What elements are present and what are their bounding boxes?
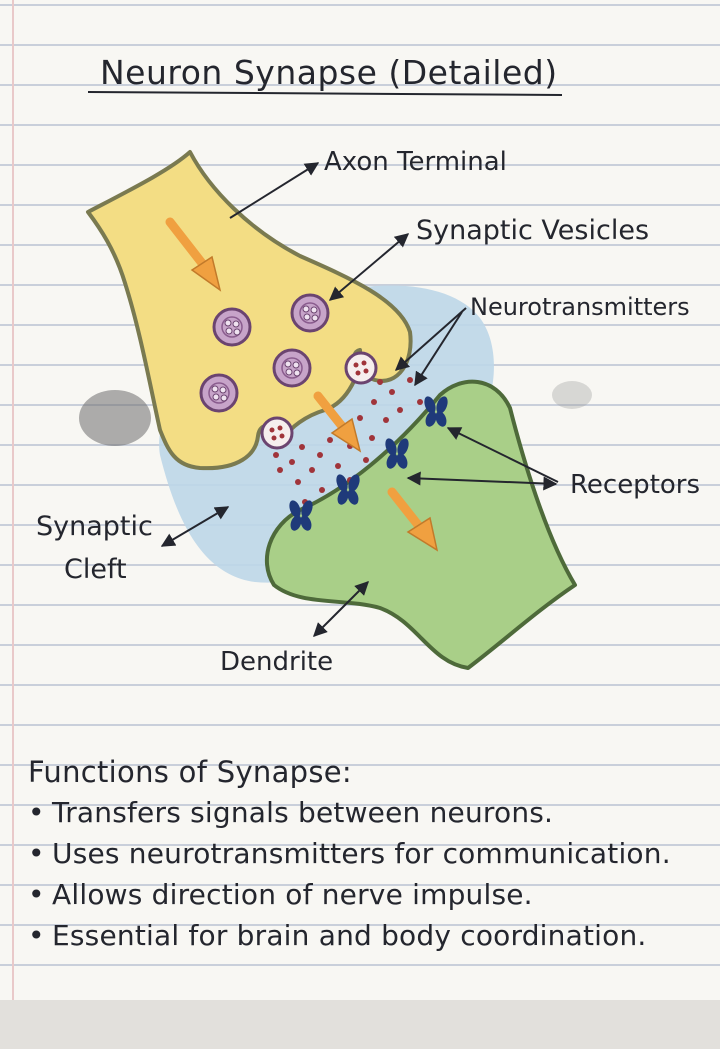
axon-terminal-shape	[86, 150, 413, 471]
synaptic-vesicle-icon	[212, 307, 252, 347]
synaptic-vesicle-icon	[290, 293, 330, 333]
synaptic-vesicle-icon	[199, 373, 239, 413]
signal-direction-arrow-icon	[313, 391, 362, 453]
signal-direction-arrow-icon	[387, 487, 439, 552]
function-item: •Allows direction of nerve impulse.	[28, 874, 708, 915]
label-synaptic-vesicles: Synaptic Vesicles	[416, 215, 649, 246]
title-underline	[87, 91, 563, 96]
label-receptors: Receptors	[570, 470, 700, 500]
notebook-page: Neuron Synapse (Detailed)	[0, 0, 720, 1000]
signal-direction-arrow-icon	[165, 217, 222, 292]
label-neurotransmitters: Neurotransmitters	[470, 293, 690, 321]
label-axon-terminal: Axon Terminal	[324, 147, 507, 177]
bullet-icon: •	[28, 878, 45, 911]
function-item: •Essential for brain and body coordinati…	[28, 915, 708, 956]
synaptic-vesicle-icon	[272, 348, 312, 388]
function-text: Transfers signals between neurons.	[52, 796, 554, 829]
label-synaptic-cleft-line2: Cleft	[64, 554, 127, 585]
neurotransmitter-dots	[273, 377, 423, 505]
function-text: Uses neurotransmitters for communication…	[52, 837, 671, 870]
function-item: •Transfers signals between neurons.	[28, 792, 708, 833]
functions-title: Functions of Synapse:	[28, 755, 352, 789]
page-title: Neuron Synapse (Detailed)	[100, 53, 558, 92]
label-synaptic-cleft-line1: Synaptic	[36, 511, 153, 542]
bullet-icon: •	[28, 919, 45, 952]
bullet-icon: •	[28, 837, 45, 870]
label-dendrite: Dendrite	[220, 647, 333, 677]
label-pointer-arrows	[160, 162, 559, 637]
docked-vesicle-icon	[260, 416, 294, 450]
bullet-icon: •	[28, 796, 45, 829]
function-text: Essential for brain and body coordinatio…	[52, 919, 647, 952]
pencil-smudge	[79, 390, 151, 446]
synapse-diagram: Neuron Synapse (Detailed)	[36, 53, 700, 677]
function-item: •Uses neurotransmitters for communicatio…	[28, 833, 708, 874]
margin-line	[12, 0, 14, 1000]
functions-section: Functions of Synapse: •Transfers signals…	[28, 752, 708, 956]
pencil-smudge	[552, 381, 592, 409]
function-text: Allows direction of nerve impulse.	[52, 878, 533, 911]
background-surface	[0, 1000, 720, 1049]
docked-vesicle-icon	[344, 351, 378, 385]
